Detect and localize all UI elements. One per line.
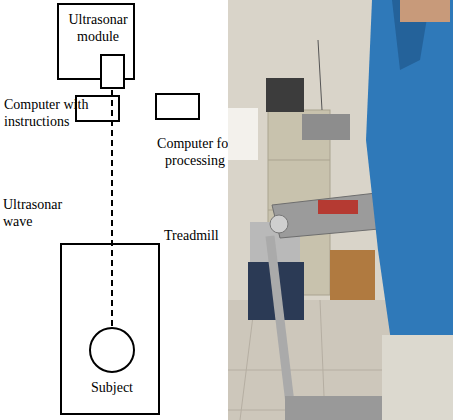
sensor-module bbox=[101, 55, 124, 88]
tile-line bbox=[320, 300, 325, 420]
node-label: Computer for processing bbox=[154, 135, 236, 169]
wire bbox=[318, 40, 322, 110]
filing-cabinet bbox=[268, 110, 330, 295]
treadmill-box: TreadmillSubject bbox=[60, 243, 160, 415]
box bbox=[330, 250, 375, 300]
cup-holder bbox=[270, 215, 288, 233]
node-label: Computer with instructions bbox=[4, 96, 104, 130]
node-label: Ultrasonar module bbox=[59, 11, 137, 45]
subject-shirt bbox=[366, 0, 453, 348]
tile-line bbox=[240, 300, 255, 420]
drawer-line bbox=[268, 160, 330, 161]
monitor bbox=[266, 78, 304, 112]
subject-shorts bbox=[382, 335, 453, 420]
node-label: Treadmill bbox=[164, 227, 234, 244]
computer-box: Computer for processing bbox=[155, 93, 200, 120]
photograph bbox=[228, 0, 453, 420]
treadmill-console bbox=[272, 192, 390, 238]
node-label: Subject bbox=[72, 379, 152, 396]
edge-label: Ultrasonar wave bbox=[3, 196, 83, 230]
tile-line bbox=[228, 370, 453, 371]
laptop bbox=[250, 222, 300, 264]
drawer-line bbox=[268, 210, 330, 211]
treadmill-base bbox=[285, 396, 385, 420]
floor bbox=[228, 300, 453, 420]
circle-outline bbox=[90, 328, 134, 372]
subject-arm bbox=[400, 0, 450, 22]
treadmill-pole bbox=[270, 236, 292, 420]
wall-papers bbox=[228, 108, 258, 160]
wall bbox=[228, 0, 453, 420]
tile-line bbox=[228, 410, 453, 411]
chair bbox=[248, 262, 304, 320]
circle-outline bbox=[89, 327, 135, 373]
shirt-shadow bbox=[392, 0, 430, 70]
console-display bbox=[318, 200, 358, 214]
printer bbox=[302, 114, 350, 140]
computer-box: Computer with instructions bbox=[75, 95, 120, 122]
ultrasonar-wave-line bbox=[111, 80, 113, 327]
tile-line bbox=[228, 330, 453, 331]
subject-circle: Subject bbox=[89, 327, 135, 373]
module-box: Ultrasonar module bbox=[57, 3, 135, 80]
